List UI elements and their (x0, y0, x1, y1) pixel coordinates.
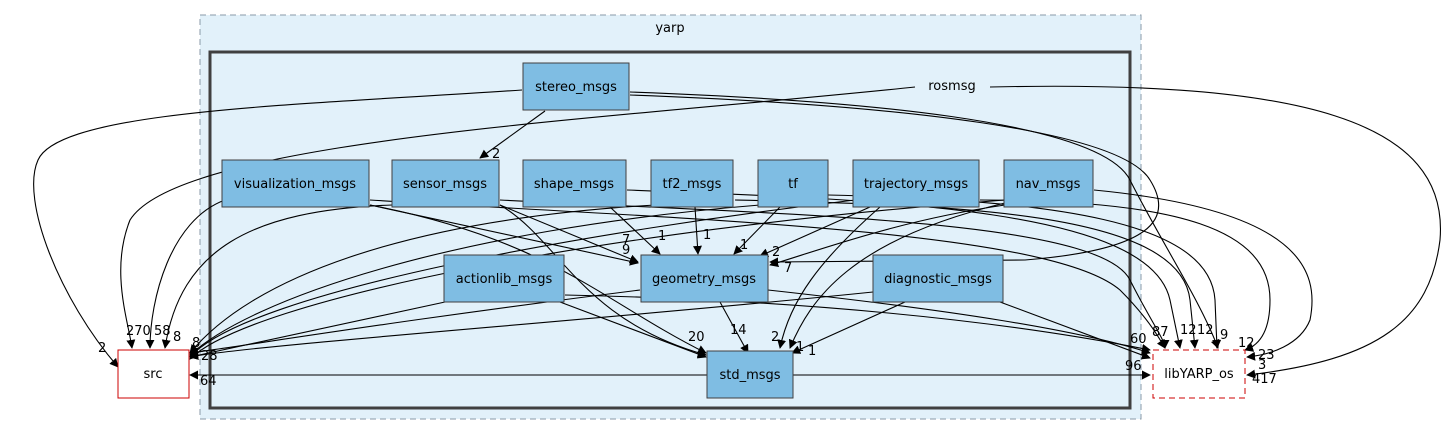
node-label: shape_msgs (534, 177, 614, 192)
edge-label: 9 (1220, 328, 1228, 343)
node-label: tf2_msgs (663, 177, 722, 192)
edge-label: 2 (98, 341, 106, 356)
edge-label: 270 (126, 324, 151, 339)
node-stereo-msgs[interactable]: stereo_msgs (522, 62, 630, 111)
edge-label: 7 (784, 261, 792, 276)
node-sensor-msgs[interactable]: sensor_msgs (391, 159, 500, 208)
edge-label: 28 (201, 349, 218, 364)
node-label: sensor_msgs (403, 177, 487, 192)
node-visualization-msgs[interactable]: visualization_msgs (221, 159, 370, 208)
node-label: trajectory_msgs (864, 177, 968, 192)
node-diagnostic-msgs[interactable]: diagnostic_msgs (872, 254, 1004, 303)
node-trajectory-msgs[interactable]: trajectory_msgs (852, 159, 980, 208)
node-label: geometry_msgs (652, 272, 756, 287)
edge-label: 1 (658, 229, 666, 244)
edge-label: 2 (772, 245, 780, 260)
node-src[interactable]: src (117, 349, 190, 399)
edge-label: 12 (1180, 323, 1197, 338)
node-label: actionlib_msgs (456, 272, 553, 287)
cluster-rosmsg-label: rosmsg (928, 79, 975, 94)
edge-label: 60 (1130, 332, 1147, 347)
edge-label: 7 (622, 233, 630, 248)
node-libyarp-os[interactable]: libYARP_os (1152, 349, 1246, 399)
node-shape-msgs[interactable]: shape_msgs (522, 159, 627, 208)
edge-label: 58 (154, 324, 171, 339)
edge-label: 2 (771, 330, 779, 345)
edge-label: 1 (808, 344, 816, 359)
edge-label: 1 (740, 238, 748, 253)
node-label: visualization_msgs (234, 177, 356, 192)
node-tf2-msgs[interactable]: tf2_msgs (650, 159, 734, 208)
node-nav-msgs[interactable]: nav_msgs (1003, 159, 1094, 208)
node-label: src (144, 367, 163, 382)
edge-label: 1 (703, 228, 711, 243)
node-actionlib-msgs[interactable]: actionlib_msgs (443, 254, 565, 303)
node-label: diagnostic_msgs (884, 272, 992, 287)
node-std-msgs[interactable]: std_msgs (706, 350, 794, 399)
node-label: tf (788, 177, 798, 192)
node-label: std_msgs (719, 368, 780, 383)
cluster-rosmsg: rosmsg (208, 50, 1132, 410)
edge-label: 23 (1258, 348, 1275, 363)
edge-label: 1 (796, 340, 804, 355)
node-tf[interactable]: tf (757, 159, 829, 208)
edge-label: 64 (200, 374, 217, 389)
node-label: nav_msgs (1016, 177, 1081, 192)
edge-label: 8 (192, 336, 200, 351)
edge-label: 8 (173, 330, 181, 345)
edge-label: 12 (1197, 323, 1214, 338)
edge-label: 20 (688, 330, 705, 345)
node-label: stereo_msgs (535, 80, 617, 95)
edge-label: 96 (1125, 359, 1142, 374)
edge-labels: 2 2 270 58 8 8 28 64 7 9 1 1 1 2 7 14 20… (98, 147, 1277, 389)
cluster-yarp-label: yarp (655, 21, 684, 36)
edge-label: 417 (1252, 372, 1277, 387)
edge-label: 12 (1238, 336, 1255, 351)
edge-label: 3 (1258, 358, 1266, 373)
node-label: libYARP_os (1164, 367, 1234, 382)
edge-label: 87 (1152, 325, 1169, 340)
edge-label: 2 (492, 147, 500, 162)
edge-label: 9 (622, 243, 630, 258)
edge-label: 14 (730, 323, 747, 338)
node-geometry-msgs[interactable]: geometry_msgs (640, 254, 769, 303)
